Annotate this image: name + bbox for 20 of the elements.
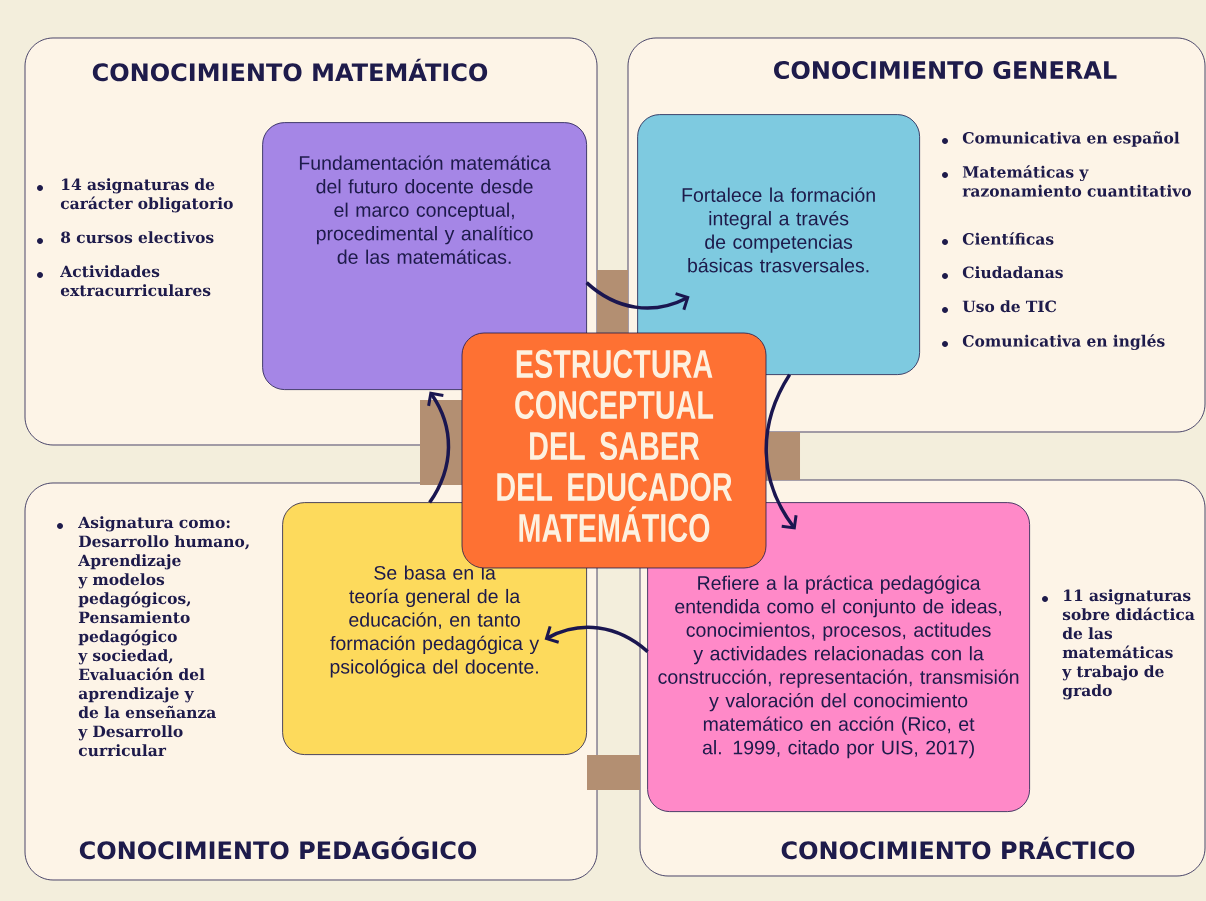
- bullet-item: Comunicativa en español: [942, 131, 1180, 147]
- arrow: [585, 281, 690, 311]
- bullet-item: Matemáticas y razonamiento cuantitativo: [942, 165, 1191, 197]
- bullet-item: Asignatura como: Desarrollo humano, Aprendizaje y modelos pedagógicos, Pensamiento pedagógico y sociedad, Evaluación del aprendizaje y de la enseñanza y Desarrollo curricular: [57, 516, 249, 757]
- bullet-item: 14 asignaturas de carácter obligatorio: [37, 178, 233, 213]
- bullet-item: Científicas: [942, 232, 1054, 245]
- arrow: [764, 373, 798, 530]
- bullet-item: 8 cursos electivos: [37, 231, 214, 244]
- bullet-item: Uso de TIC: [942, 300, 1057, 313]
- bullet-item: Actividades extracurriculares: [37, 265, 211, 297]
- heading: CONOCIMIENTO PRÁCTICO: [781, 836, 1135, 860]
- arrow: [427, 391, 451, 504]
- bullet-item: Comunicativa en inglés: [942, 334, 1165, 351]
- heading: CONOCIMIENTO GENERAL: [774, 60, 1117, 80]
- title-box: ESTRUCTURA CONCEPTUAL DEL SABER DEL EDUCADOR MATEMÁTICO: [461, 332, 767, 569]
- bullet-item: 11 asignaturas sobre didáctica de las matemáticas y trabajo de grado: [1042, 589, 1195, 700]
- bullet-item: Ciudadanas: [942, 266, 1063, 279]
- arrow: [544, 625, 649, 653]
- heading: CONOCIMIENTO PEDAGÓGICO: [79, 836, 477, 860]
- heading: CONOCIMIENTO MATEMÁTICO: [92, 58, 488, 82]
